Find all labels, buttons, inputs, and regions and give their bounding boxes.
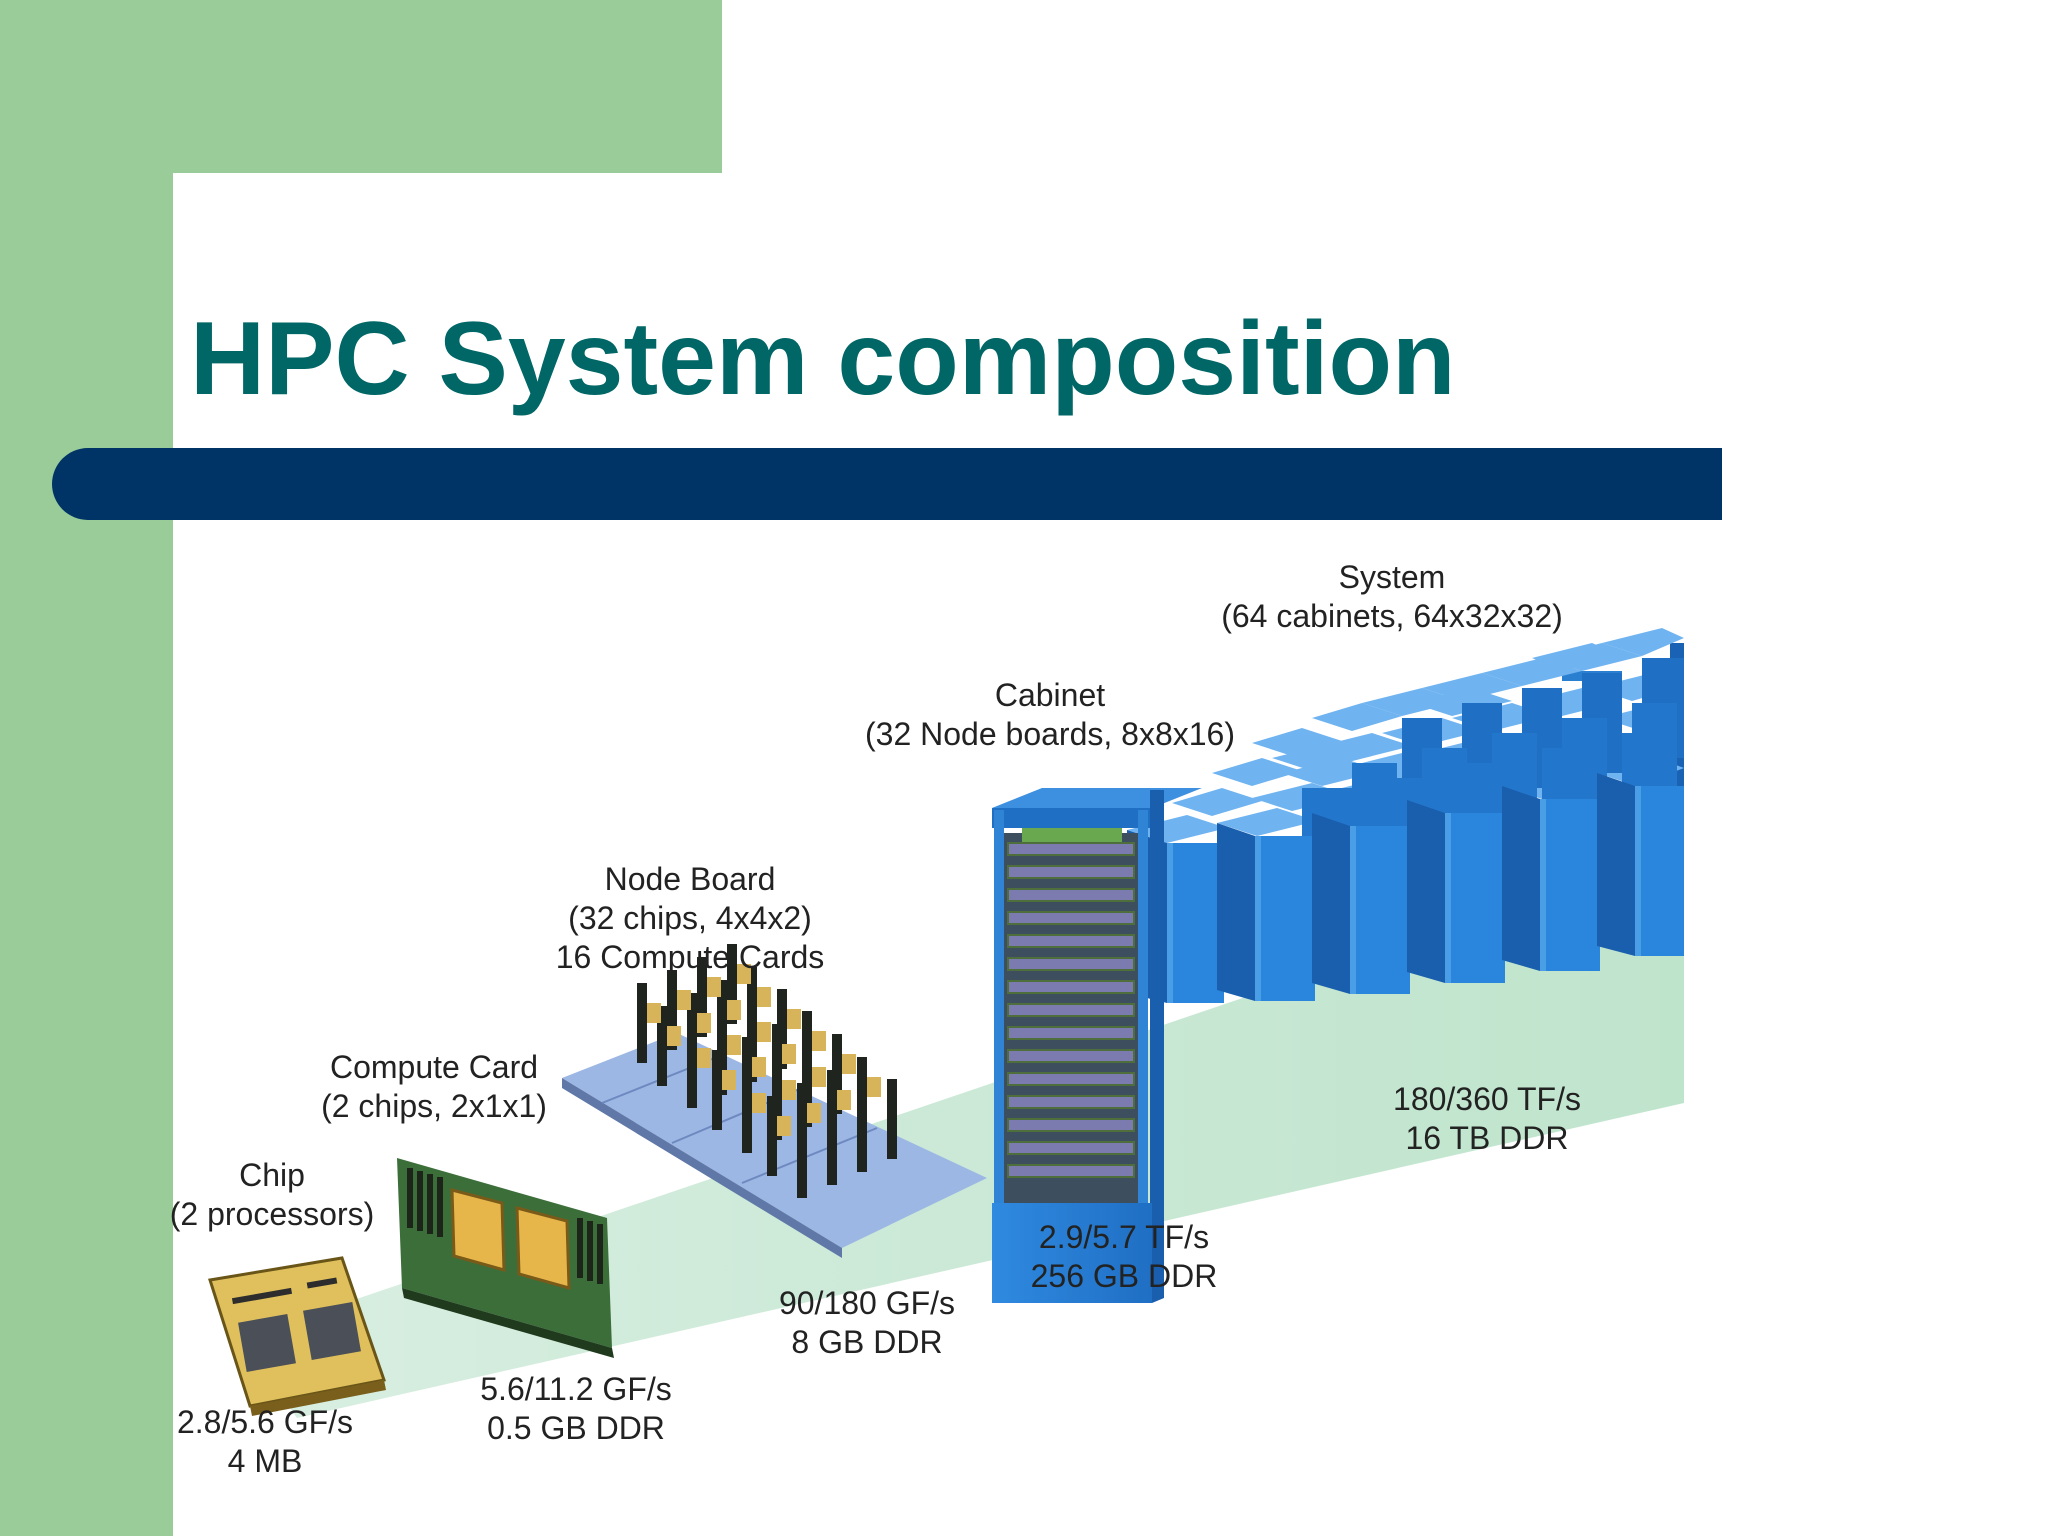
chip-detail: (2 processors) (169, 1196, 375, 1232)
compute-card-detail: (2 chips, 2x1x1) (321, 1088, 547, 1124)
system-name: System (1338, 559, 1446, 595)
compute-card-specs: 5.6/11.2 GF/s 0.5 GB DDR (480, 1370, 672, 1448)
compute-card-performance: 5.6/11.2 GF/s (480, 1371, 672, 1407)
chip-specs: 2.8/5.6 GF/s 4 MB (177, 1403, 353, 1481)
sidebar-accent (0, 0, 173, 1536)
node-board-cards: 16 Compute Cards (555, 939, 825, 975)
compute-card-memory: 0.5 GB DDR (487, 1410, 665, 1446)
node-board-name: Node Board (604, 861, 776, 897)
system-performance: 180/360 TF/s (1393, 1081, 1581, 1117)
system-detail: (64 cabinets, 64x32x32) (1221, 598, 1563, 634)
chip-name: Chip (239, 1157, 305, 1193)
node-board-illustration (562, 944, 987, 1258)
hpc-composition-diagram: System (64 cabinets, 64x32x32) Cabinet (… (152, 558, 1684, 1503)
node-board-performance: 90/180 GF/s (778, 1285, 956, 1321)
compute-card-illustration (397, 1158, 614, 1358)
chip-performance: 2.8/5.6 GF/s (176, 1404, 354, 1440)
title-underline-bar (52, 448, 1722, 520)
cabinet-label: Cabinet (32 Node boards, 8x8x16) (865, 676, 1235, 754)
top-accent (0, 0, 722, 173)
system-cabinets-illustration (1127, 628, 1684, 1003)
cabinet-illustration (992, 788, 1202, 1303)
cabinet-performance: 2.9/5.7 TF/s (1038, 1219, 1210, 1255)
node-board-specs: 90/180 GF/s 8 GB DDR (779, 1284, 955, 1362)
compute-card-label: Compute Card (2 chips, 2x1x1) (321, 1048, 547, 1126)
compute-card-name: Compute Card (329, 1049, 539, 1085)
slide-title: HPC System composition (190, 301, 1456, 417)
node-board-label: Node Board (32 chips, 4x4x2) 16 Compute … (556, 860, 825, 977)
chip-label: Chip (2 processors) (170, 1156, 375, 1234)
node-board-memory: 8 GB DDR (791, 1324, 943, 1360)
system-memory: 16 TB DDR (1405, 1120, 1569, 1156)
cabinet-detail: (32 Node boards, 8x8x16) (865, 716, 1235, 752)
diagram-illustration (208, 628, 1684, 1418)
system-label: System (64 cabinets, 64x32x32) (1221, 558, 1563, 636)
cabinet-specs: 2.9/5.7 TF/s 256 GB DDR (1031, 1218, 1218, 1296)
chip-illustration (208, 1256, 386, 1416)
cabinet-name: Cabinet (994, 677, 1106, 713)
node-board-detail: (32 chips, 4x4x2) (568, 900, 812, 936)
system-specs: 180/360 TF/s 16 TB DDR (1393, 1080, 1581, 1158)
chip-memory: 4 MB (227, 1443, 303, 1479)
cabinet-memory: 256 GB DDR (1030, 1258, 1218, 1294)
